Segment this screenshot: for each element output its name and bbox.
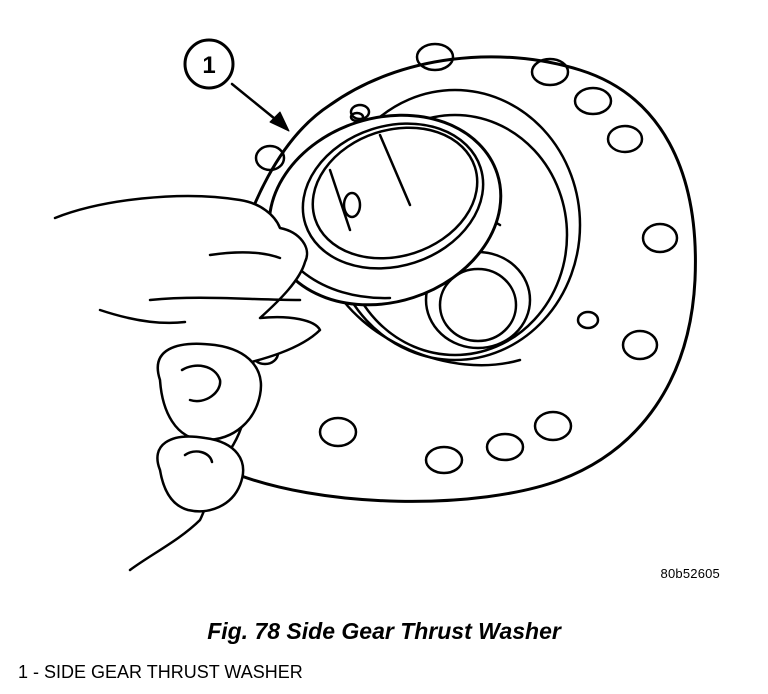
callout-1: 1 bbox=[183, 38, 235, 90]
flange-bolt-holes bbox=[250, 42, 679, 475]
technician-hand bbox=[53, 194, 322, 572]
figure-code: 80b52605 bbox=[660, 566, 720, 581]
figure-caption: Fig. 78 Side Gear Thrust Washer bbox=[207, 618, 561, 644]
thrust-washer-illustration: 1 bbox=[53, 38, 697, 572]
side-gear-thrust-washer bbox=[267, 111, 503, 307]
callout-number: 1 bbox=[202, 52, 215, 79]
figure-legend: 1 - SIDE GEAR THRUST WASHER bbox=[18, 662, 303, 682]
callout-leader bbox=[230, 82, 290, 132]
